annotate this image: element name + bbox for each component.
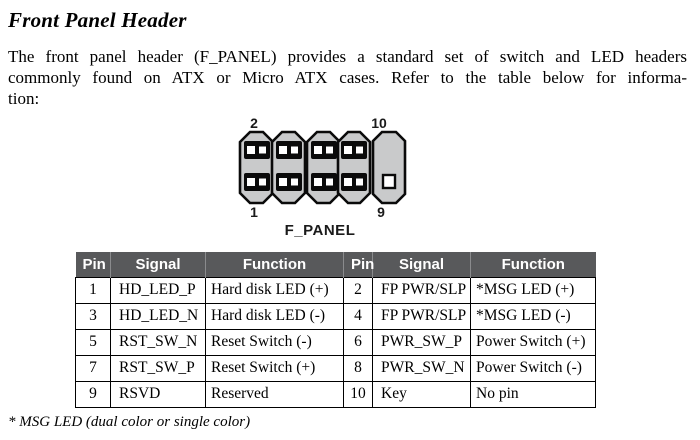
function-cell: Hard disk LED (-) [205,302,344,330]
table-row: 1 HD_LED_P Hard disk LED (+) 2 FP PWR/SL… [75,276,596,304]
signal-cell: PWR_SW_N [372,354,471,382]
table-row: 9 RSVD Reserved 10 Key No pin [75,380,596,408]
signal-cell: Key [372,380,471,408]
pin-cell: 4 [343,302,373,330]
pin-cell: 6 [343,328,373,356]
pin-cell: 1 [75,276,111,304]
signal-cell: HD_LED_P [110,276,206,304]
signal-cell: FP PWR/SLP [372,276,471,304]
header-signal-right: Signal [372,252,471,277]
table-row: 5 RST_SW_N Reset Switch (-) 6 PWR_SW_P P… [75,328,596,356]
pin-1-label: 1 [250,204,258,220]
pin-glyph-6 [311,141,337,159]
function-cell: Power Switch (+) [470,328,596,356]
intro-paragraph: The front panel header (F_PANEL) provide… [8,46,687,109]
header-function-left: Function [205,252,344,277]
function-cell: Reset Switch (+) [205,354,344,382]
table-row: 3 HD_LED_N Hard disk LED (-) 4 FP PWR/SL… [75,302,596,330]
function-cell: Hard disk LED (+) [205,276,344,304]
pin-assignment-table: Pin Signal Function Pin Signal Function … [75,252,596,408]
pin-capsule-col5 [371,130,407,205]
pin-2-label: 2 [250,115,258,131]
pin-glyph-7 [341,173,367,191]
paragraph-line-3: tion: [8,89,40,108]
signal-cell: HD_LED_N [110,302,206,330]
footnote: * MSG LED (dual color or single color) [8,414,251,430]
pin-cell: 3 [75,302,111,330]
signal-cell: RST_SW_N [110,328,206,356]
signal-cell: RST_SW_P [110,354,206,382]
header-pin-right: Pin [343,252,374,277]
pin-glyph-2 [244,141,270,159]
pin-glyph-5 [311,173,337,191]
pin-cell: 2 [343,276,373,304]
pin-glyph-1 [244,173,270,191]
signal-cell: RSVD [110,380,206,408]
header-pin-left: Pin [75,252,111,277]
function-cell: Reset Switch (-) [205,328,344,356]
function-cell: No pin [470,380,596,408]
pin-cell: 9 [75,380,111,408]
paragraph-line-1: The front panel header (F_PANEL) provide… [8,47,687,66]
function-cell: Power Switch (-) [470,354,596,382]
function-cell: *MSG LED (+) [470,276,596,304]
pin-cell: 7 [75,354,111,382]
header-signal-left: Signal [110,252,206,277]
fpanel-connector-diagram: 2 10 [238,115,407,239]
pin-cell: 5 [75,328,111,356]
pin-glyph-3 [276,173,302,191]
pin-9-label: 9 [377,204,385,220]
table-row: 7 RST_SW_P Reset Switch (+) 8 PWR_SW_N P… [75,354,596,382]
page-title: Front Panel Header [8,8,187,32]
function-cell: *MSG LED (-) [470,302,596,330]
pin-glyph-8 [341,141,367,159]
pin-glyph-4 [276,141,302,159]
fpanel-label: F_PANEL [285,222,356,239]
table-header-row: Pin Signal Function Pin Signal Function [75,252,596,277]
signal-cell: FP PWR/SLP [372,302,471,330]
pin-9-hole [381,173,397,190]
pin-cell: 8 [343,354,373,382]
function-cell: Reserved [205,380,344,408]
pin-cell: 10 [343,380,373,408]
pin-10-label: 10 [371,115,387,131]
paragraph-line-2: commonly found on ATX or Micro ATX cases… [8,68,687,87]
header-function-right: Function [470,252,596,277]
signal-cell: PWR_SW_P [372,328,471,356]
